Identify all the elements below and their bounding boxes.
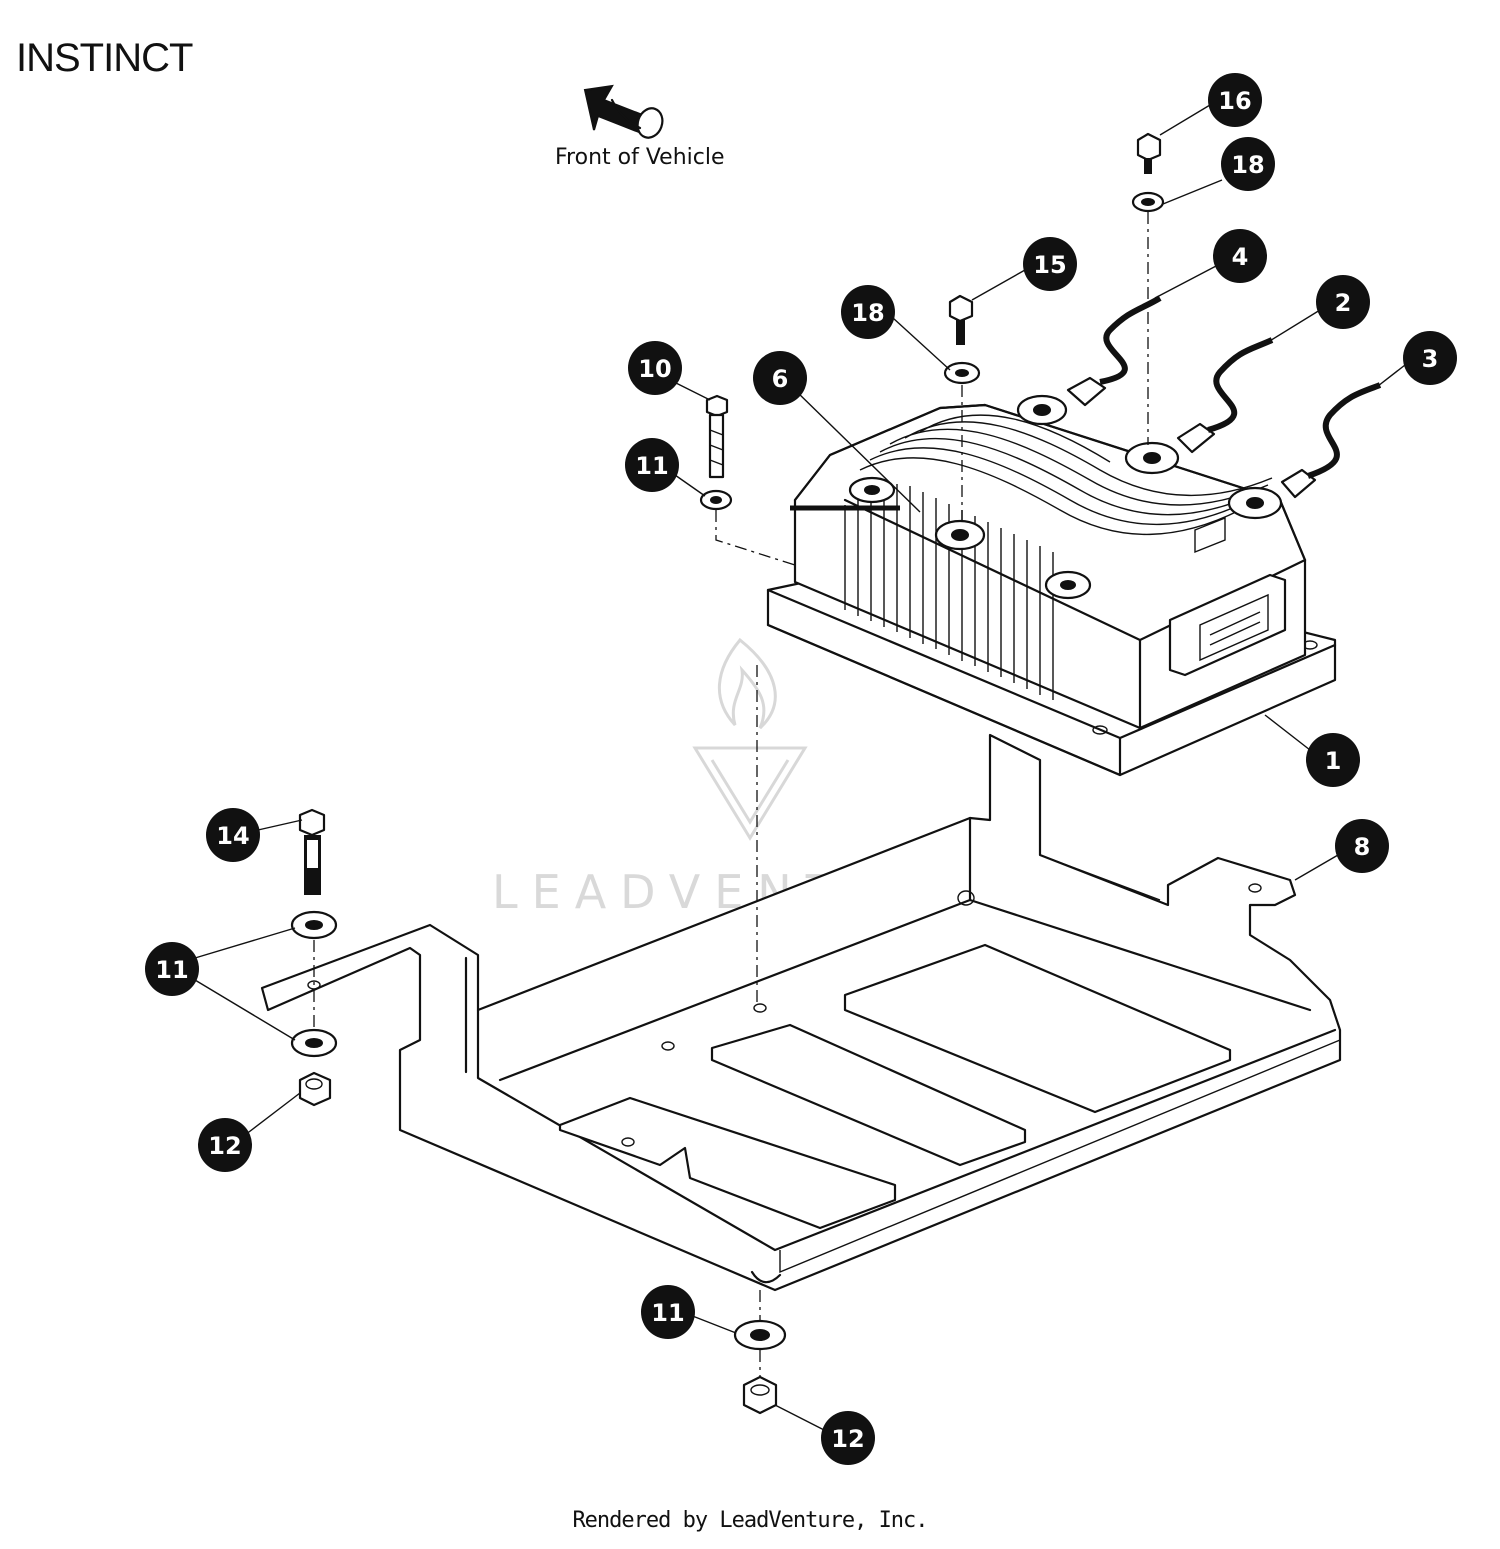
front-arrow-icon [583, 84, 664, 139]
svg-text:2: 2 [1335, 289, 1352, 317]
callout-1[interactable]: 1 [1306, 733, 1360, 787]
svg-text:12: 12 [831, 1425, 864, 1453]
callout-11-left[interactable]: 11 [145, 942, 199, 996]
washer-18a [1131, 191, 1165, 213]
nut-12b [742, 1375, 778, 1415]
orientation-label: Front of Vehicle [555, 145, 725, 170]
callout-18-top[interactable]: 18 [1221, 137, 1275, 191]
mounting-tray [260, 733, 1342, 1292]
washer-11b [290, 910, 338, 1058]
washer-11c [733, 1319, 787, 1351]
callout-16[interactable]: 16 [1208, 73, 1262, 127]
callout-6[interactable]: 6 [753, 351, 807, 405]
bolt-14 [298, 808, 326, 895]
callout-12-left[interactable]: 12 [198, 1118, 252, 1172]
bolt-16 [1136, 132, 1162, 174]
svg-text:14: 14 [216, 822, 249, 850]
svg-text:8: 8 [1354, 833, 1371, 861]
callout-14[interactable]: 14 [206, 808, 260, 862]
svg-text:12: 12 [208, 1132, 241, 1160]
callout-2[interactable]: 2 [1316, 275, 1370, 329]
svg-text:11: 11 [155, 956, 188, 984]
nut-12a [298, 1071, 332, 1107]
footer-credit: Rendered by LeadVenture, Inc. [572, 1508, 928, 1533]
callout-4[interactable]: 4 [1213, 229, 1267, 283]
washer-18b [943, 361, 981, 385]
callout-15[interactable]: 15 [1023, 237, 1077, 291]
motor-controller [766, 295, 1382, 777]
assembly-lines [313, 212, 1149, 1377]
bolt-10 [705, 394, 729, 479]
svg-text:16: 16 [1218, 87, 1251, 115]
svg-text:10: 10 [638, 355, 671, 383]
svg-text:15: 15 [1033, 251, 1066, 279]
svg-text:11: 11 [651, 1299, 684, 1327]
svg-text:18: 18 [1231, 151, 1264, 179]
diagram-title: INSTINCT [16, 36, 193, 80]
callout-11-bottom[interactable]: 11 [641, 1285, 695, 1339]
callout-11-top[interactable]: 11 [625, 438, 679, 492]
callout-18-middle[interactable]: 18 [841, 285, 895, 339]
svg-text:18: 18 [851, 299, 884, 327]
svg-text:4: 4 [1232, 243, 1249, 271]
leader-lines [194, 104, 1406, 1433]
callout-12-bottom[interactable]: 12 [821, 1411, 875, 1465]
washer-11a [699, 489, 733, 511]
callout-3[interactable]: 3 [1403, 331, 1457, 385]
svg-text:3: 3 [1422, 345, 1439, 373]
callout-10[interactable]: 10 [628, 341, 682, 395]
svg-text:1: 1 [1325, 747, 1342, 775]
callout-8[interactable]: 8 [1335, 819, 1389, 873]
bolt-15 [948, 294, 974, 345]
svg-text:11: 11 [635, 452, 668, 480]
svg-text:6: 6 [772, 365, 789, 393]
